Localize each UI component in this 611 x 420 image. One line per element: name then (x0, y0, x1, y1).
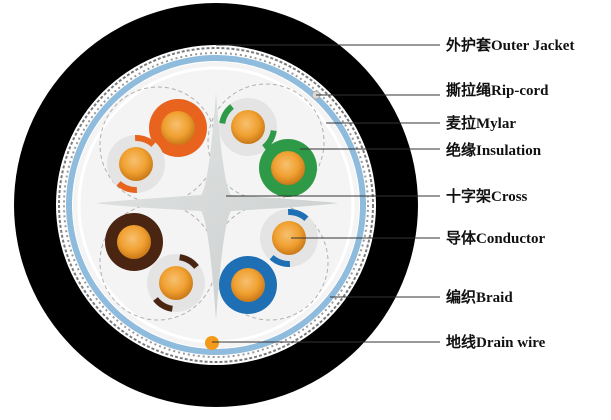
label-rip-cord: 撕拉绳Rip-cord (446, 81, 549, 99)
wire-orange (149, 99, 207, 157)
label-drain-wire: 地线Drain wire (446, 333, 546, 351)
drain-wire (205, 336, 219, 350)
label-braid: 编织Braid (446, 288, 513, 306)
braid-dash-outer (58, 47, 374, 363)
conductor-orange (161, 111, 195, 145)
cross-spline (96, 92, 338, 320)
wire-brown (105, 213, 163, 271)
wire-white-blue (260, 209, 318, 267)
conductor-green (271, 151, 305, 185)
wire-white-brown (147, 254, 205, 312)
mylar-ring (66, 55, 366, 355)
conductor-white-blue (272, 221, 306, 255)
braid-dash-inner (63, 52, 369, 358)
label-mylar: 麦拉Mylar (446, 114, 516, 132)
pair-outline-green (207, 83, 325, 201)
wire-group (105, 98, 318, 314)
wire-white-green (219, 98, 277, 156)
label-outer-jacket: 外护套Outer Jacket (445, 36, 574, 54)
wire-green (259, 139, 317, 197)
conductor-blue (231, 268, 265, 302)
label-insulation: 绝缘Insulation (446, 141, 542, 159)
conductor-white-green (231, 110, 265, 144)
conductor-white-orange (119, 147, 153, 181)
conductor-brown (117, 225, 151, 259)
conductor-white-brown (159, 266, 193, 300)
label-cross: 十字架Cross (446, 187, 528, 205)
wire-blue (219, 256, 277, 314)
label-conductor: 导体Conductor (446, 229, 546, 247)
pair-outline-blue (211, 203, 329, 321)
wire-white-orange (107, 135, 165, 193)
